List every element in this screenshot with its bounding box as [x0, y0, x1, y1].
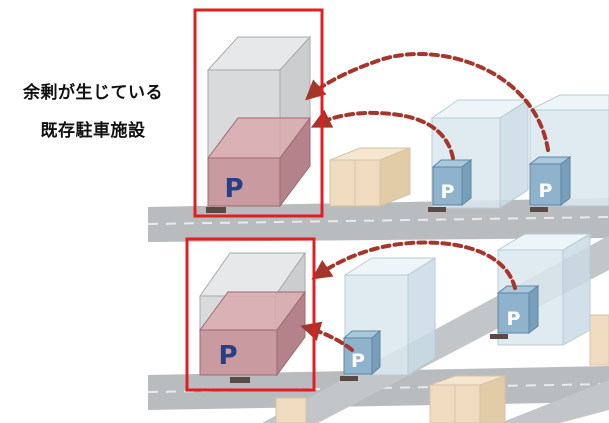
highlight-frame-lower: [185, 237, 316, 392]
parking-cube-lower-middle: P: [340, 329, 382, 381]
arrow-lower-middle-to-existing: [300, 321, 354, 352]
parking-cube-lower-right: P: [490, 284, 540, 339]
parking-p-icon-small: P: [539, 180, 553, 202]
arrow-lower-right-to-existing: [311, 240, 517, 290]
arrow-upper-middle-to-existing: [310, 109, 455, 160]
parking-cube-upper-middle: P: [428, 158, 473, 212]
relocation-arrows: [300, 52, 550, 352]
parking-p-icon-large: P: [218, 341, 237, 371]
road-diagonal-2: [500, 380, 609, 423]
caption-line-existing-parking: 既存駐車施設: [40, 121, 146, 141]
road-upper: [148, 198, 609, 242]
existing-parking-lower: P: [199, 251, 306, 383]
parking-cube-upper-right: P: [528, 155, 572, 212]
parking-p-icon-small: P: [507, 308, 521, 330]
highlight-frame-upper: [193, 8, 324, 218]
existing-parking-upper: P: [206, 35, 312, 213]
parking-p-icon-small: P: [441, 181, 455, 203]
parking-p-icon-small: P: [351, 350, 365, 372]
tan-buildings: [275, 147, 609, 423]
arrow-upper-right-to-existing: [305, 52, 550, 152]
parking-p-icon-large: P: [224, 174, 243, 204]
caption-line-surplus: 余剰が生じている: [23, 83, 163, 103]
